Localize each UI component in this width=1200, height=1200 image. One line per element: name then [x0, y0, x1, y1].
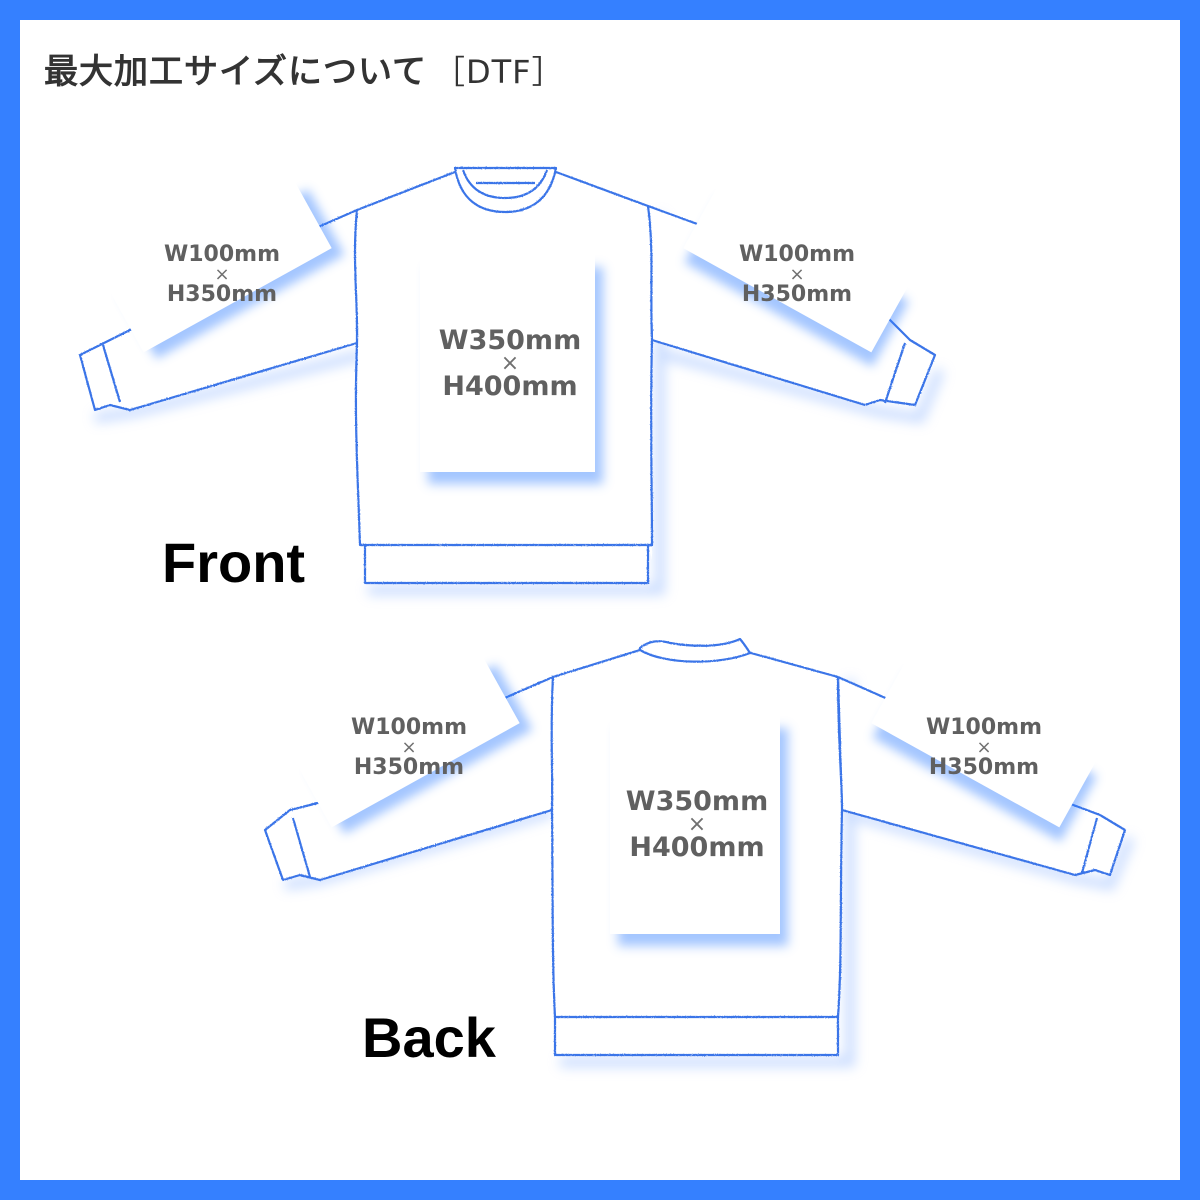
back-right-sleeve-dimensions: W100mm × H350mm: [926, 717, 1042, 779]
title-main: 最大加工サイズについて: [44, 52, 427, 92]
front-right-sleeve-dimensions: W100mm × H350mm: [739, 244, 855, 306]
times-icon: ×: [789, 264, 805, 285]
front-body-width: W350mm: [438, 325, 582, 356]
back-view-label: Back: [362, 1006, 496, 1069]
back-right-sleeve-height: H350mm: [928, 755, 1040, 780]
back-left-sleeve-dimensions: W100mm × H350mm: [351, 717, 467, 779]
front-right-sleeve-height: H350mm: [741, 282, 853, 307]
times-icon: ×: [401, 737, 417, 758]
front-body-dimensions: W350mm × H400mm: [438, 325, 582, 402]
front-view-label: Front: [162, 531, 306, 594]
title-tag: ［DTF］: [432, 53, 565, 91]
back-right-sleeve-width: W100mm: [925, 715, 1043, 740]
front-body-print-area: [420, 255, 595, 472]
times-icon: ×: [687, 812, 707, 837]
back-body-height: H400mm: [629, 832, 765, 863]
page-title: 最大加工サイズについて［DTF］: [44, 44, 565, 93]
front-left-sleeve-dimensions: W100mm × H350mm: [164, 244, 280, 306]
front-left-sleeve-width: W100mm: [163, 242, 281, 267]
back-body-width: W350mm: [625, 786, 769, 817]
back-left-sleeve-width: W100mm: [350, 715, 468, 740]
times-icon: ×: [976, 737, 992, 758]
back-body-dimensions: W350mm × H400mm: [625, 786, 769, 863]
back-left-sleeve-height: H350mm: [353, 755, 465, 780]
times-icon: ×: [500, 351, 520, 376]
times-icon: ×: [214, 264, 230, 285]
front-body-height: H400mm: [442, 371, 578, 402]
front-left-sleeve-height: H350mm: [166, 282, 278, 307]
back-body-print-area: [610, 716, 780, 934]
front-right-sleeve-width: W100mm: [738, 242, 856, 267]
